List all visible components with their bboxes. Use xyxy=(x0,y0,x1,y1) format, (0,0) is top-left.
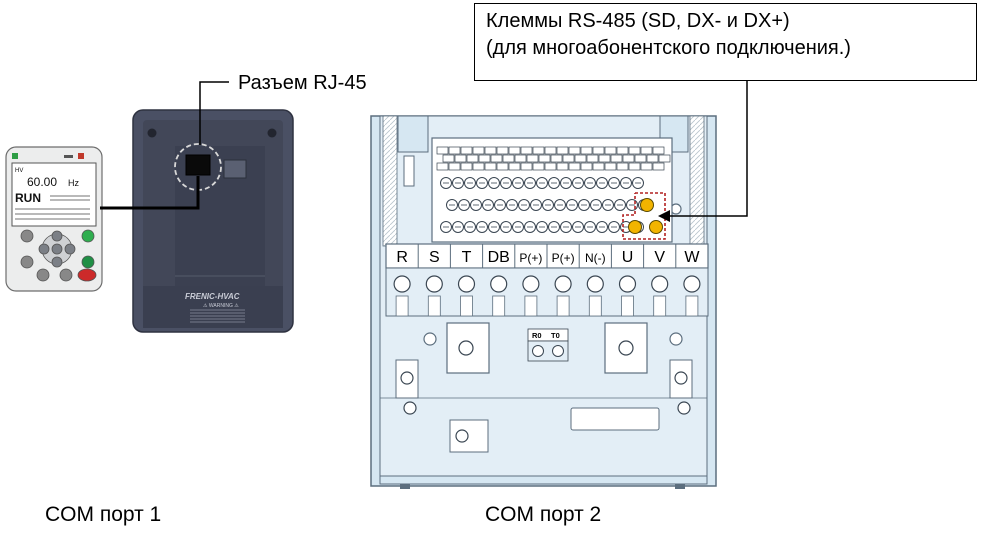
control-terminal-tag xyxy=(527,155,538,162)
main-terminal-screw xyxy=(555,276,571,292)
control-terminal-tag xyxy=(629,163,640,170)
control-terminal-tag xyxy=(533,147,544,154)
control-terminal-tag xyxy=(641,163,652,170)
control-terminal-tag xyxy=(473,147,484,154)
control-terminal-tag xyxy=(461,147,472,154)
control-terminal-tag xyxy=(605,163,616,170)
control-terminal-tag xyxy=(617,163,628,170)
control-terminal-tag xyxy=(623,155,634,162)
control-terminal-tag xyxy=(581,147,592,154)
keypad-mode: HV xyxy=(15,168,23,174)
main-terminal-screw xyxy=(523,276,539,292)
control-terminal-tag xyxy=(539,155,550,162)
main-terminal-label: U xyxy=(622,249,634,266)
warning-label: ⚠ WARNING ⚠ xyxy=(203,303,239,309)
control-terminal-tag xyxy=(509,163,520,170)
control-terminal-tag xyxy=(659,155,670,162)
control-terminal-tag xyxy=(551,155,562,162)
control-terminal-tag xyxy=(437,147,448,154)
brand-mark: FRENIC-HVAC xyxy=(185,292,240,301)
callout-line-1: Клеммы RS-485 (SD, DX- и DX+) xyxy=(486,10,790,33)
control-terminal-tag xyxy=(617,147,628,154)
control-terminal-tag xyxy=(587,155,598,162)
main-terminal-label: N(-) xyxy=(585,251,606,265)
control-terminal-tag xyxy=(545,163,556,170)
rs485-callout-box: Клеммы RS-485 (SD, DX- и DX+) (для много… xyxy=(474,3,977,81)
main-terminal-screw xyxy=(620,276,636,292)
control-terminal-tag xyxy=(605,147,616,154)
control-terminal-tag xyxy=(647,155,658,162)
control-terminal-tag xyxy=(449,163,460,170)
rj45-connector-label: Разъем RJ-45 xyxy=(238,72,367,95)
control-terminal-tag xyxy=(437,163,448,170)
control-terminal-tag xyxy=(581,163,592,170)
control-terminal-tag xyxy=(653,163,664,170)
control-terminal-tag xyxy=(515,155,526,162)
aux-terminal-label-2: T0 xyxy=(551,331,560,340)
keypad-status: RUN xyxy=(15,191,41,205)
main-terminal-label: R xyxy=(396,249,408,266)
control-terminal-tag xyxy=(557,163,568,170)
control-terminal-tag xyxy=(569,147,580,154)
control-terminal-tag xyxy=(569,163,580,170)
control-terminal-tag xyxy=(467,155,478,162)
main-terminal-screw xyxy=(587,276,603,292)
control-terminal-tag xyxy=(611,155,622,162)
main-terminal-screw xyxy=(426,276,442,292)
main-terminal-label: P(+) xyxy=(552,251,575,265)
control-terminal-tag xyxy=(473,163,484,170)
control-terminal-tag xyxy=(521,163,532,170)
terminal-panel: R S T DB P(+) P(+) N(-) U V W R0 T0 xyxy=(371,116,716,489)
control-terminal-tag xyxy=(497,147,508,154)
control-terminal-tag xyxy=(443,155,454,162)
control-terminal-tag xyxy=(557,147,568,154)
control-terminal-tag xyxy=(455,155,466,162)
aux-terminal-label-1: R0 xyxy=(532,331,542,340)
control-terminal-tag xyxy=(485,163,496,170)
control-terminal-tag xyxy=(509,147,520,154)
main-terminal-label: W xyxy=(684,249,700,266)
control-terminal-tag xyxy=(599,155,610,162)
main-terminal-screw xyxy=(491,276,507,292)
control-terminal-tag xyxy=(593,163,604,170)
keypad: HV 60.00 Hz RUN xyxy=(6,147,102,291)
control-terminal-tag xyxy=(563,155,574,162)
main-terminal-label: V xyxy=(654,249,665,266)
main-terminal-screw xyxy=(652,276,668,292)
main-terminal-label: P(+) xyxy=(519,251,542,265)
keypad-frequency: 60.00 xyxy=(27,175,57,189)
control-terminal-tag xyxy=(545,147,556,154)
control-terminal-tag xyxy=(503,155,514,162)
control-terminal-tag xyxy=(497,163,508,170)
control-terminal-tag xyxy=(575,155,586,162)
control-terminal-tag xyxy=(641,147,652,154)
main-terminal-label: DB xyxy=(488,249,510,266)
main-terminal-screw xyxy=(394,276,410,292)
com-port-2-caption: COM порт 2 xyxy=(485,503,601,527)
callout-line-2: (для многоабонентского подключения.) xyxy=(486,37,851,60)
control-terminal-tag xyxy=(653,147,664,154)
inverter-front-view: FRENIC-HVAC ⚠ WARNING ⚠ xyxy=(133,110,293,332)
main-terminal-screw xyxy=(684,276,700,292)
main-terminal-label: S xyxy=(429,249,440,266)
control-terminal-tag xyxy=(449,147,460,154)
control-terminal-tag xyxy=(479,155,490,162)
control-terminal-tag xyxy=(491,155,502,162)
control-terminal-tag xyxy=(485,147,496,154)
control-terminal-tag xyxy=(635,155,646,162)
com-port-1-caption: COM порт 1 xyxy=(45,503,161,527)
control-terminal-tag xyxy=(461,163,472,170)
keypad-frequency-unit: Hz xyxy=(68,178,79,188)
control-terminal-tag xyxy=(533,163,544,170)
control-terminal-tag xyxy=(629,147,640,154)
main-terminal-label: T xyxy=(462,249,472,266)
control-terminal-tag xyxy=(521,147,532,154)
main-terminal-screw xyxy=(459,276,475,292)
control-terminal-tag xyxy=(593,147,604,154)
